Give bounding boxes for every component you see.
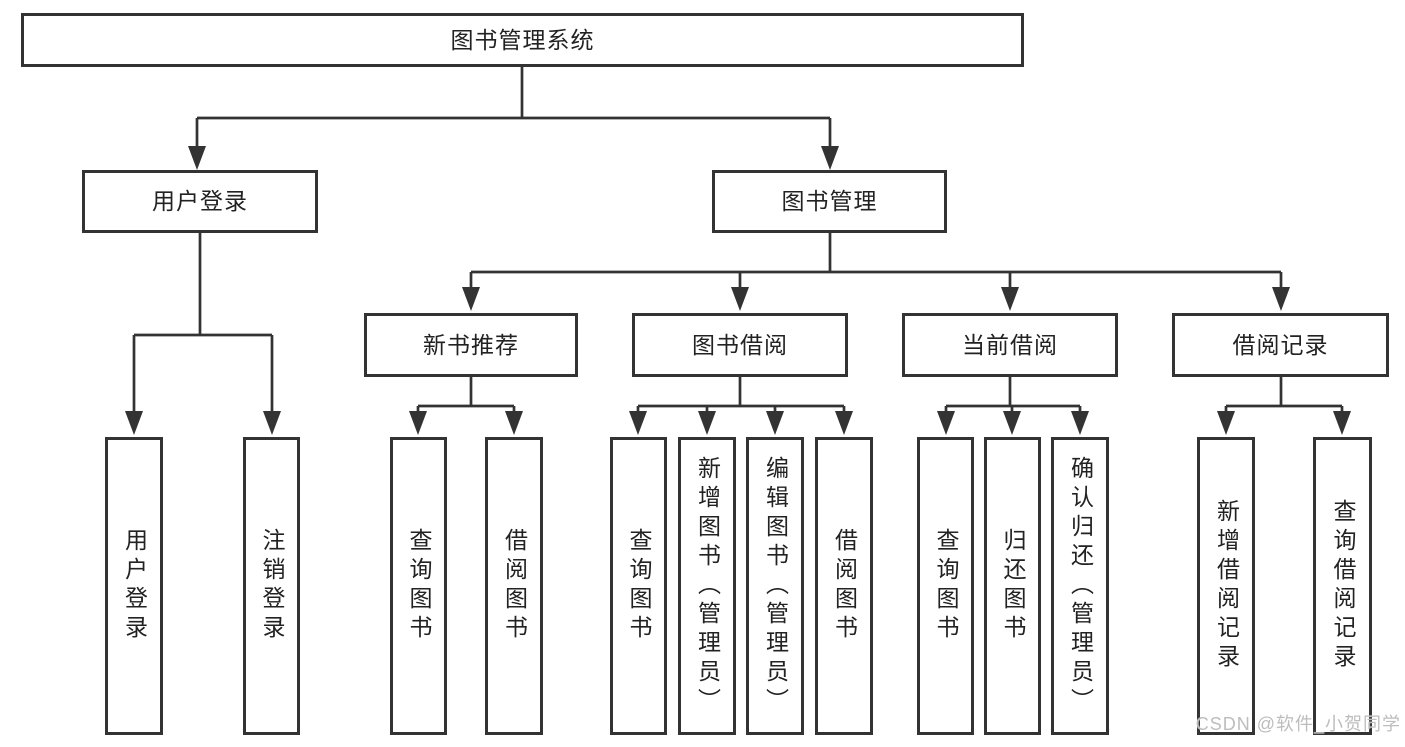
watermark: CSDN @软件_小贺同学	[1195, 714, 1401, 734]
leaf-confirm-return-admin-label: 确认归还（管理员）	[1067, 455, 1094, 717]
leaf-add-book-admin: 新增图书（管理员）	[678, 437, 736, 735]
leaf-user-login-label: 用户登录	[121, 528, 148, 644]
leaf-edit-book-admin: 编辑图书（管理员）	[746, 437, 804, 735]
leaf-query-books-borrow-label: 查询图书	[626, 528, 652, 644]
leaf-query-books-borrow: 查询图书	[610, 437, 667, 735]
node-root: 图书管理系统	[21, 13, 1024, 67]
arrowheads	[125, 146, 1351, 435]
leaf-query-borrow-record-label: 查询借阅记录	[1330, 499, 1356, 673]
leaf-query-books-recommend: 查询图书	[390, 437, 447, 735]
leaf-query-books-current: 查询图书	[917, 437, 974, 735]
leaf-query-books-current-label: 查询图书	[933, 528, 959, 644]
leaf-query-borrow-record: 查询借阅记录	[1313, 437, 1372, 735]
node-current-borrow-label: 当前借阅	[962, 331, 1058, 358]
leaf-user-login: 用户登录	[105, 437, 163, 735]
node-user-login: 用户登录	[82, 170, 318, 233]
node-current-borrow: 当前借阅	[902, 313, 1118, 377]
node-book-management: 图书管理	[712, 170, 947, 233]
leaf-borrow-books-2-label: 借阅图书	[831, 528, 858, 644]
node-borrow-records-label: 借阅记录	[1232, 331, 1329, 358]
leaf-return-book-label: 归还图书	[1000, 528, 1026, 644]
leaf-edit-book-admin-label: 编辑图书（管理员）	[762, 455, 789, 717]
node-borrow-records: 借阅记录	[1172, 313, 1389, 377]
leaf-borrow-books-recommend: 借阅图书	[485, 437, 543, 735]
leaf-add-borrow-record-label: 新增借阅记录	[1213, 499, 1240, 673]
node-book-management-label: 图书管理	[781, 188, 878, 214]
leaf-confirm-return-admin: 确认归还（管理员）	[1051, 437, 1109, 735]
leaf-borrow-books-2: 借阅图书	[815, 437, 873, 735]
node-new-book-recommend-label: 新书推荐	[423, 331, 519, 358]
leaf-add-borrow-record: 新增借阅记录	[1197, 437, 1255, 735]
leaf-add-book-admin-label: 新增图书（管理员）	[694, 455, 721, 717]
node-user-login-label: 用户登录	[152, 188, 248, 214]
node-book-borrow: 图书借阅	[632, 313, 848, 377]
leaf-logout: 注销登录	[243, 437, 300, 735]
node-book-borrow-label: 图书借阅	[692, 331, 788, 358]
leaf-return-book: 归还图书	[984, 437, 1041, 735]
node-new-book-recommend: 新书推荐	[364, 313, 578, 377]
node-root-label: 图书管理系统	[450, 26, 595, 53]
leaf-borrow-books-recommend-label: 借阅图书	[501, 528, 528, 644]
leaf-logout-label: 注销登录	[259, 528, 285, 644]
leaf-query-books-recommend-label: 查询图书	[406, 528, 432, 644]
